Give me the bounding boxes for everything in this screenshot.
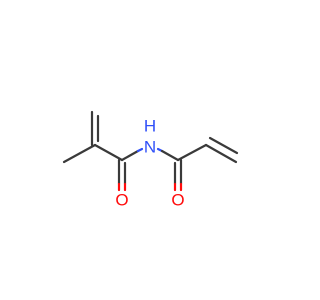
bond-carbonyl-vinyl (176, 143, 208, 162)
bond-vinyl-double-b (208, 136, 239, 155)
bond-methyl (62, 143, 97, 164)
molecule-structure: H N O O (62, 110, 239, 210)
atom-nitrogen-label: N (144, 138, 156, 157)
bond-vinyl-double-a (204, 143, 238, 164)
atom-oxygen-left-label: O (115, 191, 128, 210)
bond-c-n-left (120, 149, 140, 162)
bond-n-c-right (160, 149, 180, 162)
bond-alpha-carbonyl-left (93, 143, 124, 162)
bond-c-n-left-n (136, 147, 144, 153)
atom-oxygen-right-label: O (171, 191, 184, 210)
atom-hydrogen-label: H (144, 117, 156, 136)
molecule-canvas: H N O O (62, 110, 239, 210)
